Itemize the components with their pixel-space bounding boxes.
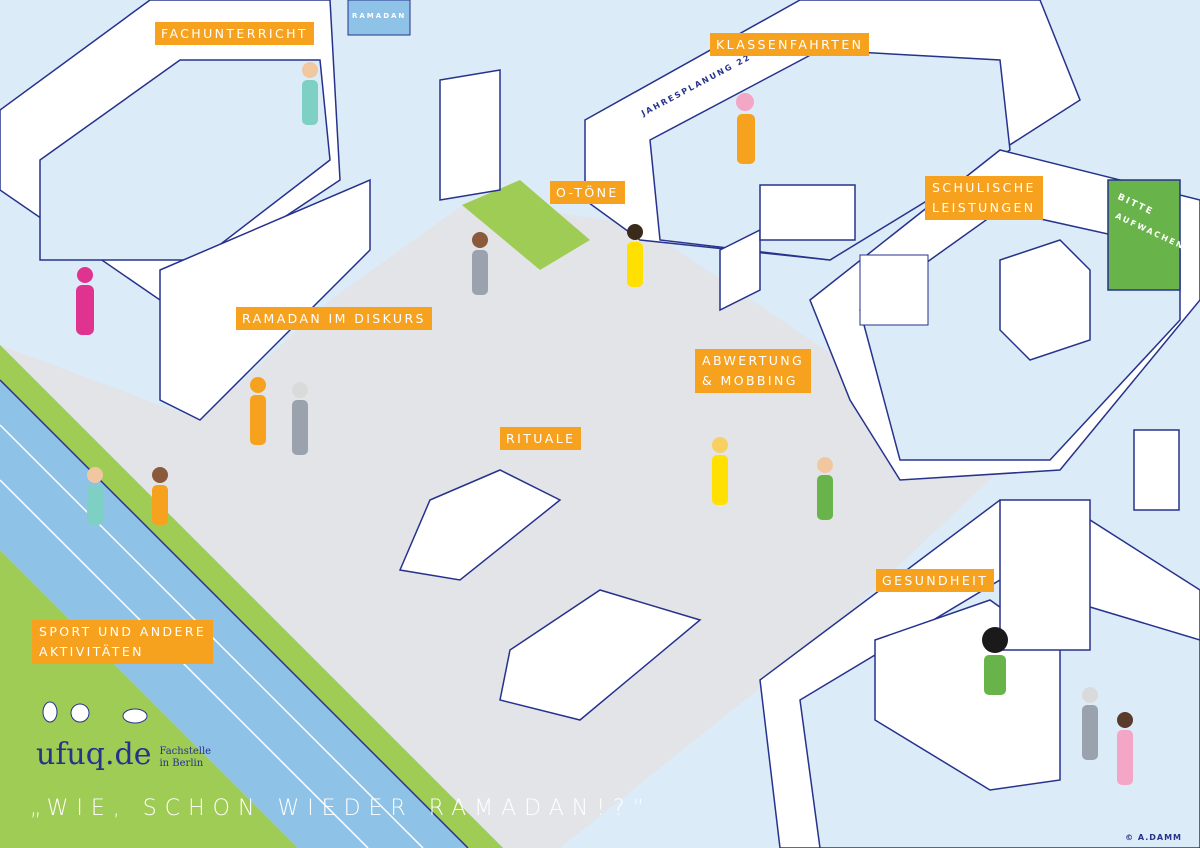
label-line: Schulische: [932, 180, 1036, 195]
ramadan-wall-sign: RAMADAN: [352, 12, 407, 20]
hotspot-abwertung-mobbing[interactable]: Abwertung & Mobbing: [695, 349, 812, 393]
label-line: & Mobbing: [702, 373, 798, 388]
hotspot-sport-aktivitaeten[interactable]: Sport und andere Aktivitäten: [32, 620, 214, 664]
hotspot-gesundheit[interactable]: Gesundheit: [876, 569, 995, 592]
label-line: Aktivitäten: [39, 644, 144, 659]
logo-sub-line: in Berlin: [159, 758, 204, 769]
label-line: Sport und andere: [39, 624, 207, 639]
hotspot-schulische-leistungen[interactable]: Schulische Leistungen: [925, 176, 1043, 220]
label-line: Abwertung: [702, 353, 805, 368]
logo-text: ufuq.de: [36, 737, 152, 772]
hotspot-ramadan-im-diskurs[interactable]: Ramadan im Diskurs: [236, 307, 432, 330]
ufuq-logo[interactable]: ufuq.de Fachstelle in Berlin: [36, 740, 211, 770]
logo-sub-line: Fachstelle: [159, 746, 212, 757]
artist-credit: © A.DAMM: [1125, 833, 1182, 842]
poster-title: „WIE, SCHON WIEDER RAMADAN!?“: [30, 796, 653, 821]
label-line: Leistungen: [932, 200, 1036, 215]
hotspot-rituale[interactable]: Rituale: [500, 427, 582, 450]
logo-subtitle: Fachstelle in Berlin: [159, 746, 211, 770]
hotspot-o-toene[interactable]: O-Töne: [550, 181, 625, 204]
hotspot-klassenfahrten[interactable]: Klassenfahrten: [710, 33, 870, 56]
hotspot-fachunterricht[interactable]: Fachunterricht: [155, 22, 314, 45]
